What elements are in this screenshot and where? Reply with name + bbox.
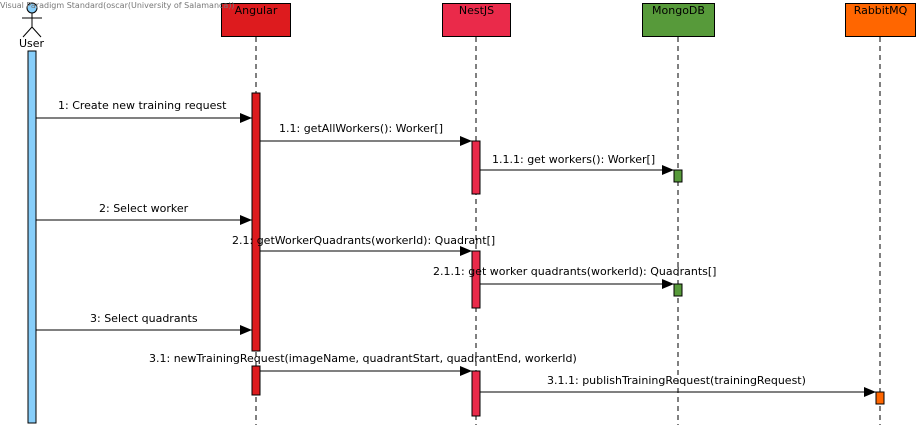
message-label: 3.1.1: publishTrainingRequest(trainingRe…: [547, 374, 806, 387]
message-label: 1.1.1: get workers(): Worker[]: [492, 153, 656, 166]
mongodb-lifeline-box: MongoDB: [642, 3, 715, 37]
message-label: 3.1: newTrainingRequest(imageName, quadr…: [149, 352, 577, 365]
user-actor-label: User: [19, 37, 45, 50]
message-label: 3: Select quadrants: [90, 312, 198, 325]
angular-activation-bar: [251, 92, 261, 352]
message-label: 2: Select worker: [99, 202, 189, 215]
mongodb-activation-bar: [673, 169, 683, 183]
watermark-text: Visual Paradigm Standard(oscar(Universit…: [0, 1, 235, 10]
angular-lifeline-label: Angular: [234, 4, 278, 17]
message-label: 1: Create new training request: [58, 99, 227, 112]
nestjs-lifeline-label: NestJS: [458, 4, 495, 17]
nestjs-activation-bar: [471, 250, 481, 309]
nestjs-activation-bar: [471, 370, 481, 417]
mongodb-activation-bar: [673, 283, 683, 297]
rabbitmq-activation-bar: [875, 391, 885, 405]
rabbitmq-lifeline-label: RabbitMQ: [853, 4, 908, 17]
message-label: 2.1: getWorkerQuadrants(workerId): Quadr…: [232, 234, 496, 247]
user-actor-figure: [22, 2, 42, 38]
message-label: 2.1.1: get worker quadrants(workerId): Q…: [433, 265, 717, 278]
angular-activation-bar: [251, 365, 261, 396]
rabbitmq-lifeline-box: RabbitMQ: [845, 3, 916, 37]
user-activation-bar: [27, 50, 37, 424]
nestjs-activation-bar: [471, 140, 481, 195]
angular-lifeline-box: Angular: [221, 3, 291, 37]
message-label: 1.1: getAllWorkers(): Worker[]: [279, 122, 444, 135]
mongodb-lifeline-label: MongoDB: [652, 4, 705, 17]
nestjs-lifeline-box: NestJS: [442, 3, 511, 37]
